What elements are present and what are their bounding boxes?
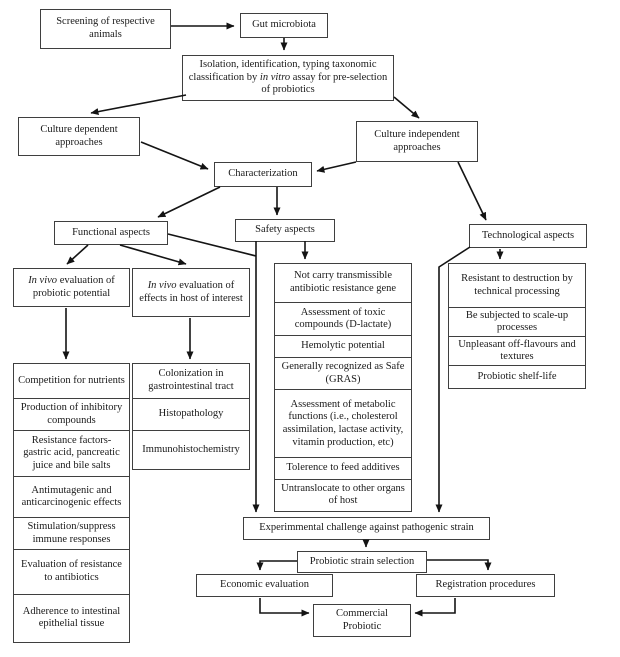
node-invivo-probiotic-label: In vivo evaluation of probiotic potentia… (17, 275, 126, 300)
node-gut-microbiota: Gut microbiota (240, 13, 328, 38)
node-technological-aspects: Technological aspects (469, 224, 587, 248)
node-isolation-text-post: assay for pre-selection of probiotics (261, 71, 388, 96)
arrow-functional-to-invivo-probiotic (66, 244, 89, 265)
safety-criteria-6: Untranslocate to other organs of host (274, 478, 412, 512)
node-functional-aspects: Functional aspects (54, 221, 168, 245)
node-isolation-text-pre: Isolation, identification, typing taxono… (188, 59, 377, 83)
invivo-probiotic-italic: In vivo (28, 274, 58, 286)
safety-criteria-3: Generally recognized as Safe (GRAS) (274, 356, 412, 391)
technological-criteria-3: Probiotic shelf-life (448, 364, 586, 389)
functional-criteria-2: Resistance factors-gastric acid, pancrea… (13, 430, 130, 478)
invivo-host-rest: evaluation of effects in host of interes… (139, 279, 243, 304)
node-experimental-challenge: Experimmental challenge against pathogen… (243, 517, 490, 540)
arrow-strain-to-registration (427, 559, 492, 571)
node-registration-procedures: Registration procedures (416, 574, 555, 597)
invivo-host-italic: In vivo (147, 279, 177, 291)
host-criteria-stack: Colonization in gastrointestinal tract H… (132, 363, 250, 471)
node-invivo-host-label: In vivo evaluation of effects in host of… (136, 280, 246, 305)
safety-criteria-2: Hemolytic potential (274, 335, 412, 359)
node-invivo-host-effects: In vivo evaluation of effects in host of… (132, 268, 250, 317)
node-economic-evaluation: Economic evaluation (196, 574, 333, 597)
functional-criteria-4: Stimulation/suppress immune responses (13, 517, 130, 551)
safety-criteria-5: Tolerence to feed additives (274, 457, 412, 481)
arrow-culture-independent-to-characterization (316, 161, 357, 173)
functional-criteria-5: Evaluation of resistance to antibiotics (13, 549, 130, 596)
host-criteria-2: Immunohistochemistry (132, 430, 250, 471)
host-criteria-0: Colonization in gastrointestinal tract (132, 363, 250, 399)
technological-criteria-0: Resistant to destruction by technical pr… (448, 263, 586, 308)
functional-criteria-6: Adherence to intestinal epithelial tissu… (13, 593, 130, 643)
technological-criteria-2: Unpleasant off-flavours and textures (448, 336, 586, 367)
arrow-culture-independent-to-technological (457, 161, 487, 221)
node-screening: Screening of respective animals (40, 9, 171, 49)
node-isolation-text-italic: in vitro (259, 71, 291, 83)
arrow-culture-dependent-to-characterization (140, 141, 209, 170)
node-safety-aspects: Safety aspects (235, 219, 335, 242)
arrow-functional-to-invivo-host (119, 244, 187, 266)
functional-criteria-1: Production of inhibitory compounds (13, 397, 130, 432)
host-criteria-1: Histopathology (132, 397, 250, 432)
arrow-economic-to-commercial (259, 598, 310, 617)
functional-criteria-stack: Competition for nutrients Production of … (13, 363, 130, 643)
technological-criteria-1: Be subjected to scale-up processes (448, 306, 586, 338)
functional-criteria-3: Antimutagenic and anticarcinogenic effec… (13, 475, 130, 519)
node-culture-independent: Culture independent approaches (356, 121, 478, 162)
safety-criteria-0: Not carry transmissible antibiotic resis… (274, 263, 412, 303)
arrow-strain-to-economic (256, 560, 297, 571)
arrow-characterization-to-functional (157, 186, 221, 218)
node-strain-selection: Probiotic strain selection (297, 551, 427, 573)
invivo-probiotic-rest: evaluation of probiotic potential (32, 274, 115, 299)
safety-criteria-stack: Not carry transmissible antibiotic resis… (274, 263, 412, 512)
node-isolation-label: Isolation, identification, typing taxono… (186, 59, 390, 97)
arrow-registration-to-commercial (414, 598, 456, 617)
arrow-isolation-to-culture-dependent (90, 94, 187, 116)
technological-criteria-stack: Resistant to destruction by technical pr… (448, 263, 586, 389)
node-isolation: Isolation, identification, typing taxono… (182, 55, 394, 101)
arrow-isolation-to-culture-independent (393, 96, 420, 119)
functional-criteria-0: Competition for nutrients (13, 363, 130, 399)
node-commercial-probiotic: Commercial Probiotic (313, 604, 411, 637)
node-invivo-probiotic-potential: In vivo evaluation of probiotic potentia… (13, 268, 130, 307)
node-culture-dependent: Culture dependent approaches (18, 117, 140, 156)
safety-criteria-4: Assessment of metabolic functions (i.e.,… (274, 389, 412, 459)
node-characterization: Characterization (214, 162, 312, 187)
safety-criteria-1: Assessment of toxic compounds (D-lactate… (274, 301, 412, 337)
